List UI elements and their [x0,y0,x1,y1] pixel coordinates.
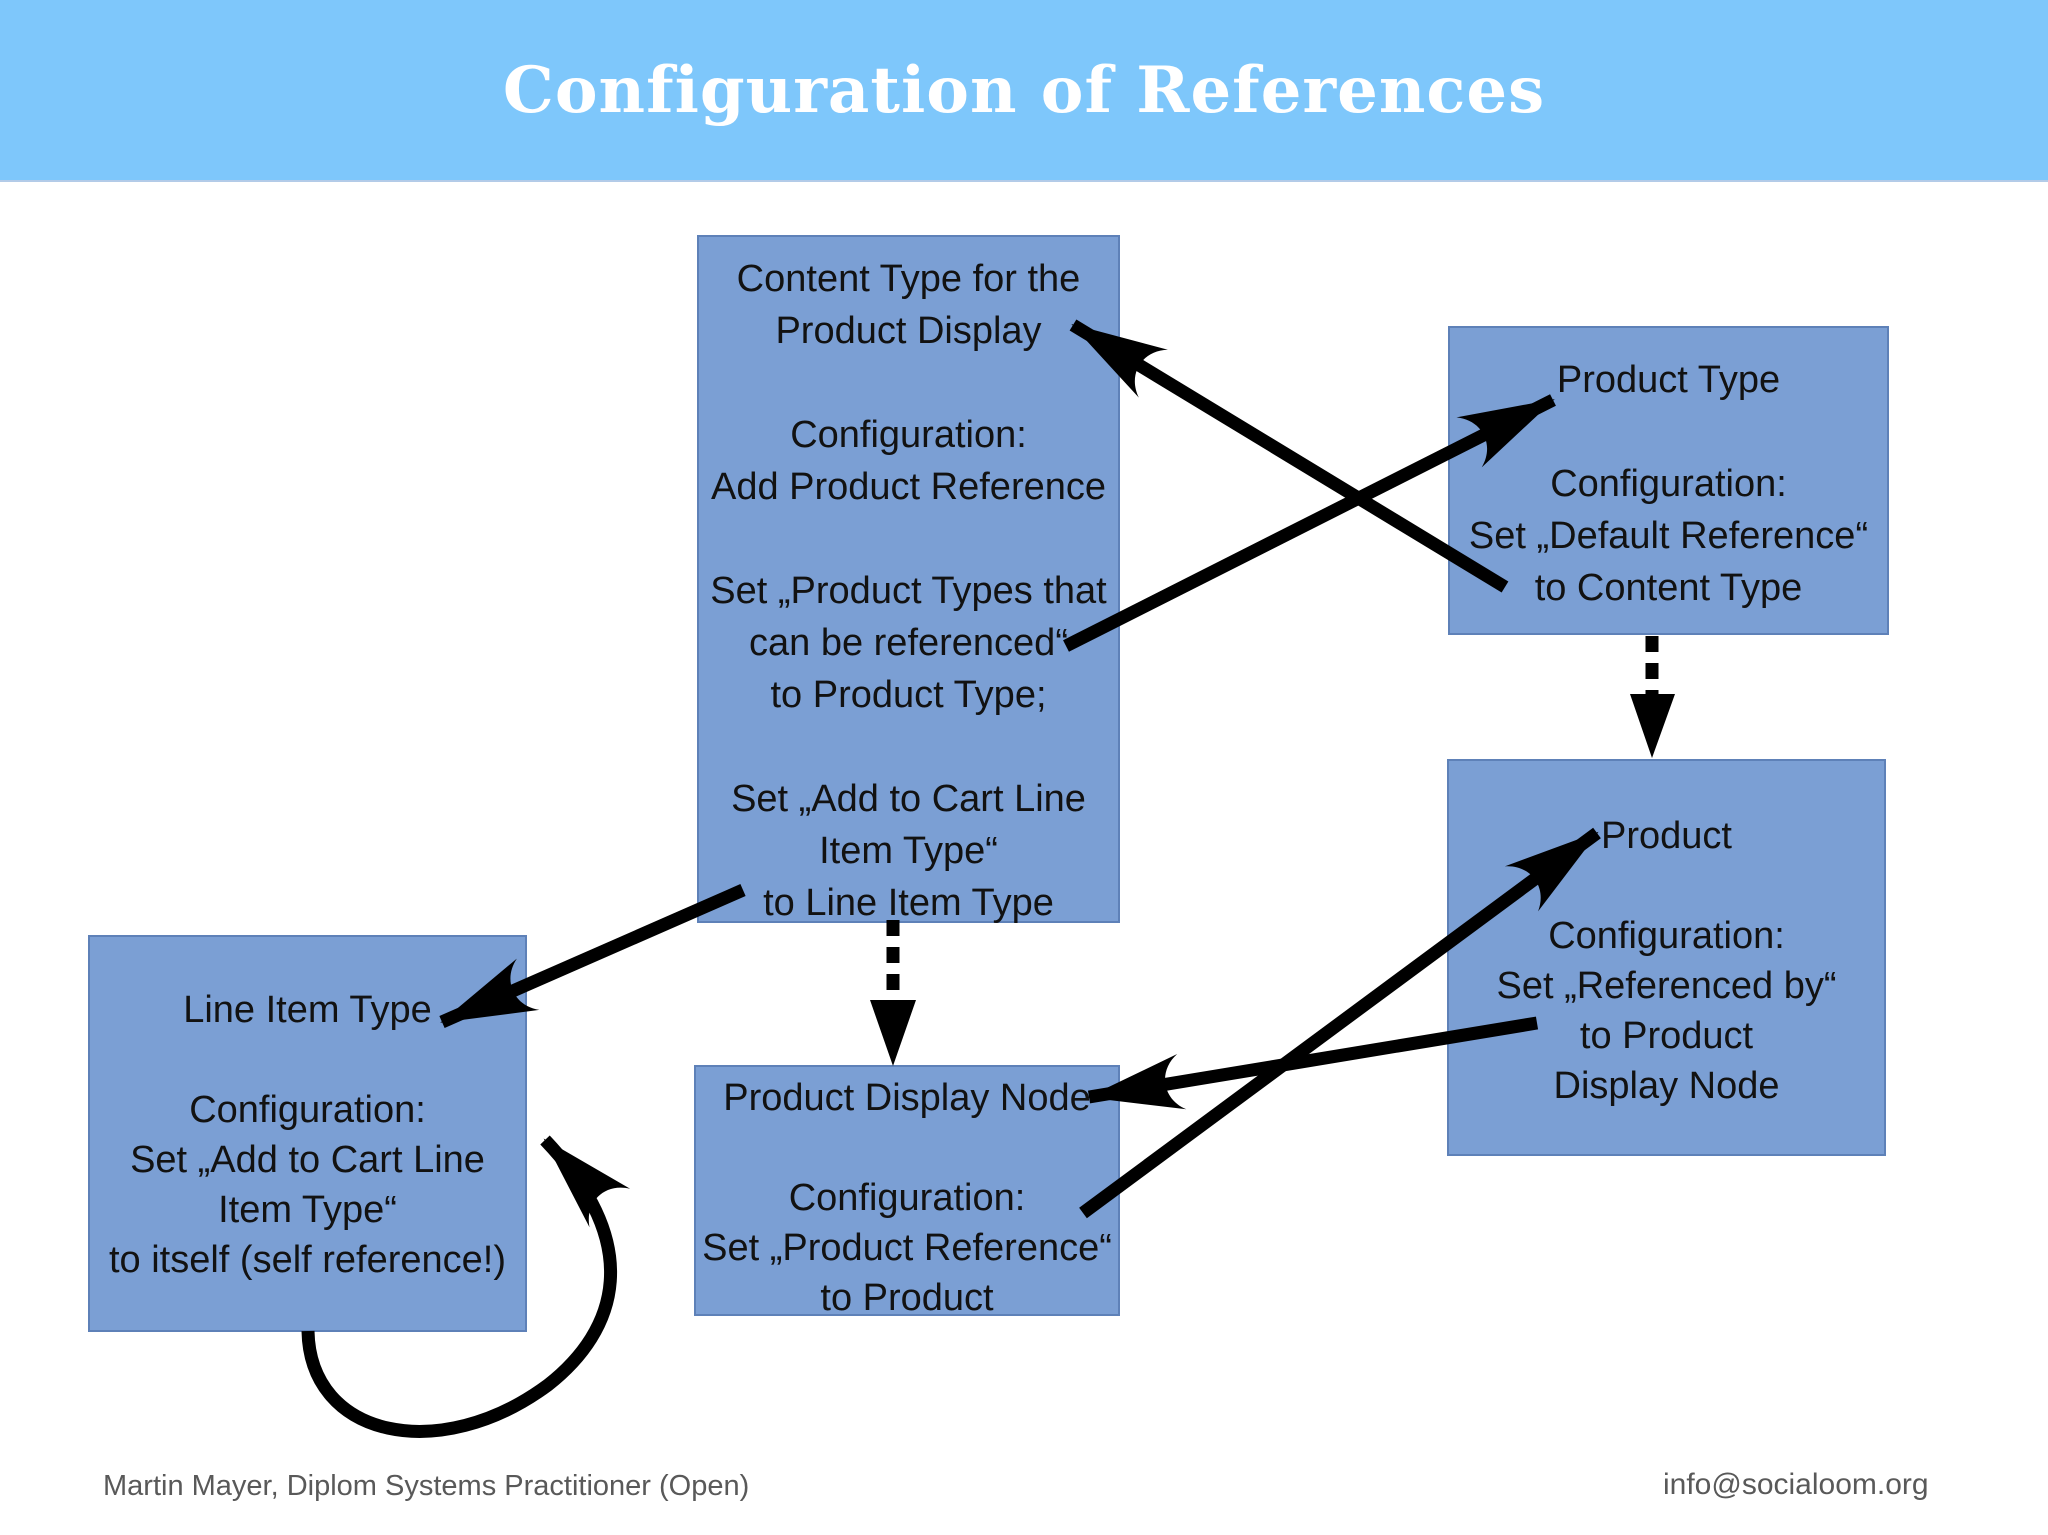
node-text-line: Add Product Reference [710,466,1106,508]
node-text-line: Set „Product Reference“ [702,1227,1112,1269]
node-product-type: Product Type Configuration: Set „Default … [1448,326,1889,635]
node-text-line: Set „Default Reference“ [1468,515,1869,557]
node-text-line: Set „Referenced by“ [1496,965,1837,1007]
node-text-line [1450,406,1887,458]
node-text-line: to Line Item Type [763,882,1054,924]
node-text-line: to Product [820,1277,994,1319]
node-text-line: Item Type“ [218,1189,397,1231]
node-text-line: Configuration: [790,414,1027,456]
node-text-line: Configuration: [189,1089,426,1131]
node-text-line: Product Display [775,310,1042,352]
node-text-line [699,721,1118,773]
node-text-line: can be referenced“ [749,622,1068,664]
node-product-display-node: Product Display Node Configuration: Set „… [694,1065,1120,1319]
footer-email: info@socialoom.org [1663,1468,1929,1501]
arrow-default-reference-to-content-type [1069,319,1509,593]
node-text-line: to Content Type [1534,567,1803,609]
node-text-line: Content Type for the [736,258,1081,300]
node-text-line: to Product Type; [770,674,1047,716]
node-text-line: Set „Add to Cart Line [130,1139,485,1181]
node-text-line: Configuration: [788,1177,1026,1219]
node-text-line: Configuration: [1550,463,1787,505]
node-text-line: Line Item Type [183,989,432,1031]
node-text-line: to itself (self reference!) [108,1239,507,1281]
node-text-line: Product Display Node [723,1077,1091,1119]
node-text-line [699,513,1118,565]
node-text-line: Configuration: [1548,915,1785,957]
node-line-item-type: Line Item Type Configuration: Set „Add to… [88,935,527,1332]
node-text-line: Display Node [1553,1065,1780,1107]
node-text-line: Set „Product Types that [710,570,1107,612]
node-text-line [90,1035,525,1085]
node-text-line: Product [1601,815,1732,857]
node-text-line: Set „Add to Cart Line [731,778,1086,820]
page-title: Configuration of References [502,52,1546,128]
node-product: Product Configuration: Set „Referenced by… [1447,759,1886,1156]
node-text-line [699,357,1118,409]
dashed-arrow-product-type-to-product [1630,636,1675,758]
dashed-arrow-content-type-to-product-display-node [870,920,916,1066]
title-banner: Configuration of References [0,0,2048,182]
node-text-line: Item Type“ [819,830,998,872]
node-text-line [1449,861,1884,911]
node-text-line [696,1123,1118,1173]
node-text-line: Product Type [1556,359,1781,401]
node-text-line: to Product [1579,1015,1754,1057]
footer-author: Martin Mayer, Diplom Systems Practitione… [103,1470,750,1502]
